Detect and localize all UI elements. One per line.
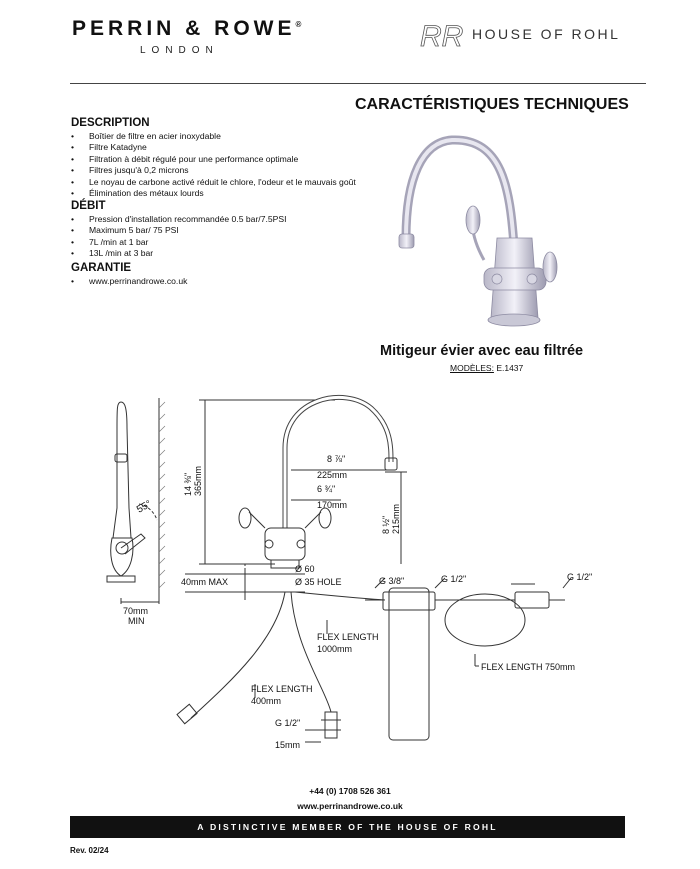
list-item: Le noyau de carbone activé réduit le chl…	[71, 177, 356, 189]
warranty-link[interactable]: www.perrinandrowe.co.uk	[71, 276, 187, 288]
product-title: Mitigeur évier avec eau filtrée	[380, 343, 584, 359]
garantie-heading: GARANTIE	[71, 262, 132, 274]
house-of-rohl-logo-icon: RR	[420, 20, 464, 54]
sheet-title: CARACTÉRISTIQUES TECHNIQUES	[355, 96, 629, 113]
garantie-list: www.perrinandrowe.co.uk	[71, 276, 187, 288]
tap-product-image	[398, 135, 558, 327]
contact-phone: +44 (0) 1708 526 361	[309, 786, 391, 796]
list-item: Pression d'installation recommandée 0.5 …	[71, 214, 287, 226]
brand-subtitle: LONDON	[140, 45, 219, 56]
height-frac-label: 14 ⅜"	[183, 473, 193, 496]
list-item: Filtre Katadyne	[71, 142, 356, 154]
supply-thread-label: G 1/2"	[567, 572, 592, 582]
models-value: E.1437	[496, 363, 524, 373]
list-item: 13L /min at 3 bar	[71, 248, 287, 260]
partner-logo-mark: RR	[420, 20, 463, 53]
reach-mm-label: 225mm	[317, 470, 347, 480]
max-thickness-label: 40mm MAX	[181, 577, 228, 587]
spout-height-mm-label: 215mm	[391, 504, 401, 534]
description-list: Boîtier de filtre en acier inoxydable Fi…	[71, 131, 356, 200]
height-mm-label: 365mm	[193, 466, 203, 496]
footer-tagline-bar: A DISTINCTIVE MEMBER OF THE HOUSE OF ROH…	[70, 816, 625, 838]
revision-label: Rev. 02/24	[70, 846, 109, 855]
flex-400-label: 400mm	[251, 696, 281, 706]
bottom-thread-label: G 1/2"	[275, 718, 300, 728]
model-number: MODÈLES: E.1437	[450, 363, 523, 373]
flex-length-label: FLEX LENGTH	[317, 632, 379, 642]
outlet-thread-label: G 1/2"	[441, 574, 466, 584]
registered-mark: ®	[295, 20, 306, 29]
contact-website[interactable]: www.perrinandrowe.co.uk	[297, 801, 403, 811]
list-item: Maximum 5 bar/ 75 PSI	[71, 225, 287, 237]
side-view	[106, 398, 166, 604]
list-item: Filtres jusqu'à 0,2 microns	[71, 165, 356, 177]
reach-frac-label: 8 ⅞"	[327, 454, 345, 464]
flex-400-heading: FLEX LENGTH	[251, 684, 313, 694]
partner-name: HOUSE OF ROHL	[472, 26, 621, 42]
front-view	[176, 394, 572, 743]
flex-750-label: FLEX LENGTH 750mm	[481, 662, 575, 672]
list-item: Filtration à débit régulé pour une perfo…	[71, 154, 356, 166]
debit-heading: DÉBIT	[71, 200, 106, 212]
base-diameter-label: Ø 60	[295, 564, 315, 574]
description-heading: DESCRIPTION	[71, 117, 150, 129]
min-value-label: 70mm	[123, 606, 148, 616]
list-item: Élimination des métaux lourds	[71, 188, 356, 200]
header-divider	[70, 83, 646, 84]
spread-frac-label: 6 ¾"	[317, 484, 335, 494]
hole-diameter-label: Ø 35 HOLE	[295, 577, 342, 587]
brand-logo: PERRIN & ROWE®	[72, 17, 305, 41]
min-word-label: MIN	[128, 616, 145, 626]
inlet-thread-label: G 3/8"	[379, 576, 404, 586]
models-label: MODÈLES:	[450, 363, 494, 373]
list-item: 7L /min at 1 bar	[71, 237, 287, 249]
connector-length-label: 15mm	[275, 740, 300, 750]
angle-label: 55°	[135, 499, 154, 516]
flex-1000-label: 1000mm	[317, 644, 352, 654]
spread-mm-label: 170mm	[317, 500, 347, 510]
spout-height-frac-label: 8 ½"	[381, 516, 391, 534]
technical-drawing: 55° 70mm MIN	[106, 394, 592, 750]
brand-name: PERRIN & ROWE	[72, 17, 296, 40]
debit-list: Pression d'installation recommandée 0.5 …	[71, 214, 287, 260]
list-item: Boîtier de filtre en acier inoxydable	[71, 131, 356, 143]
